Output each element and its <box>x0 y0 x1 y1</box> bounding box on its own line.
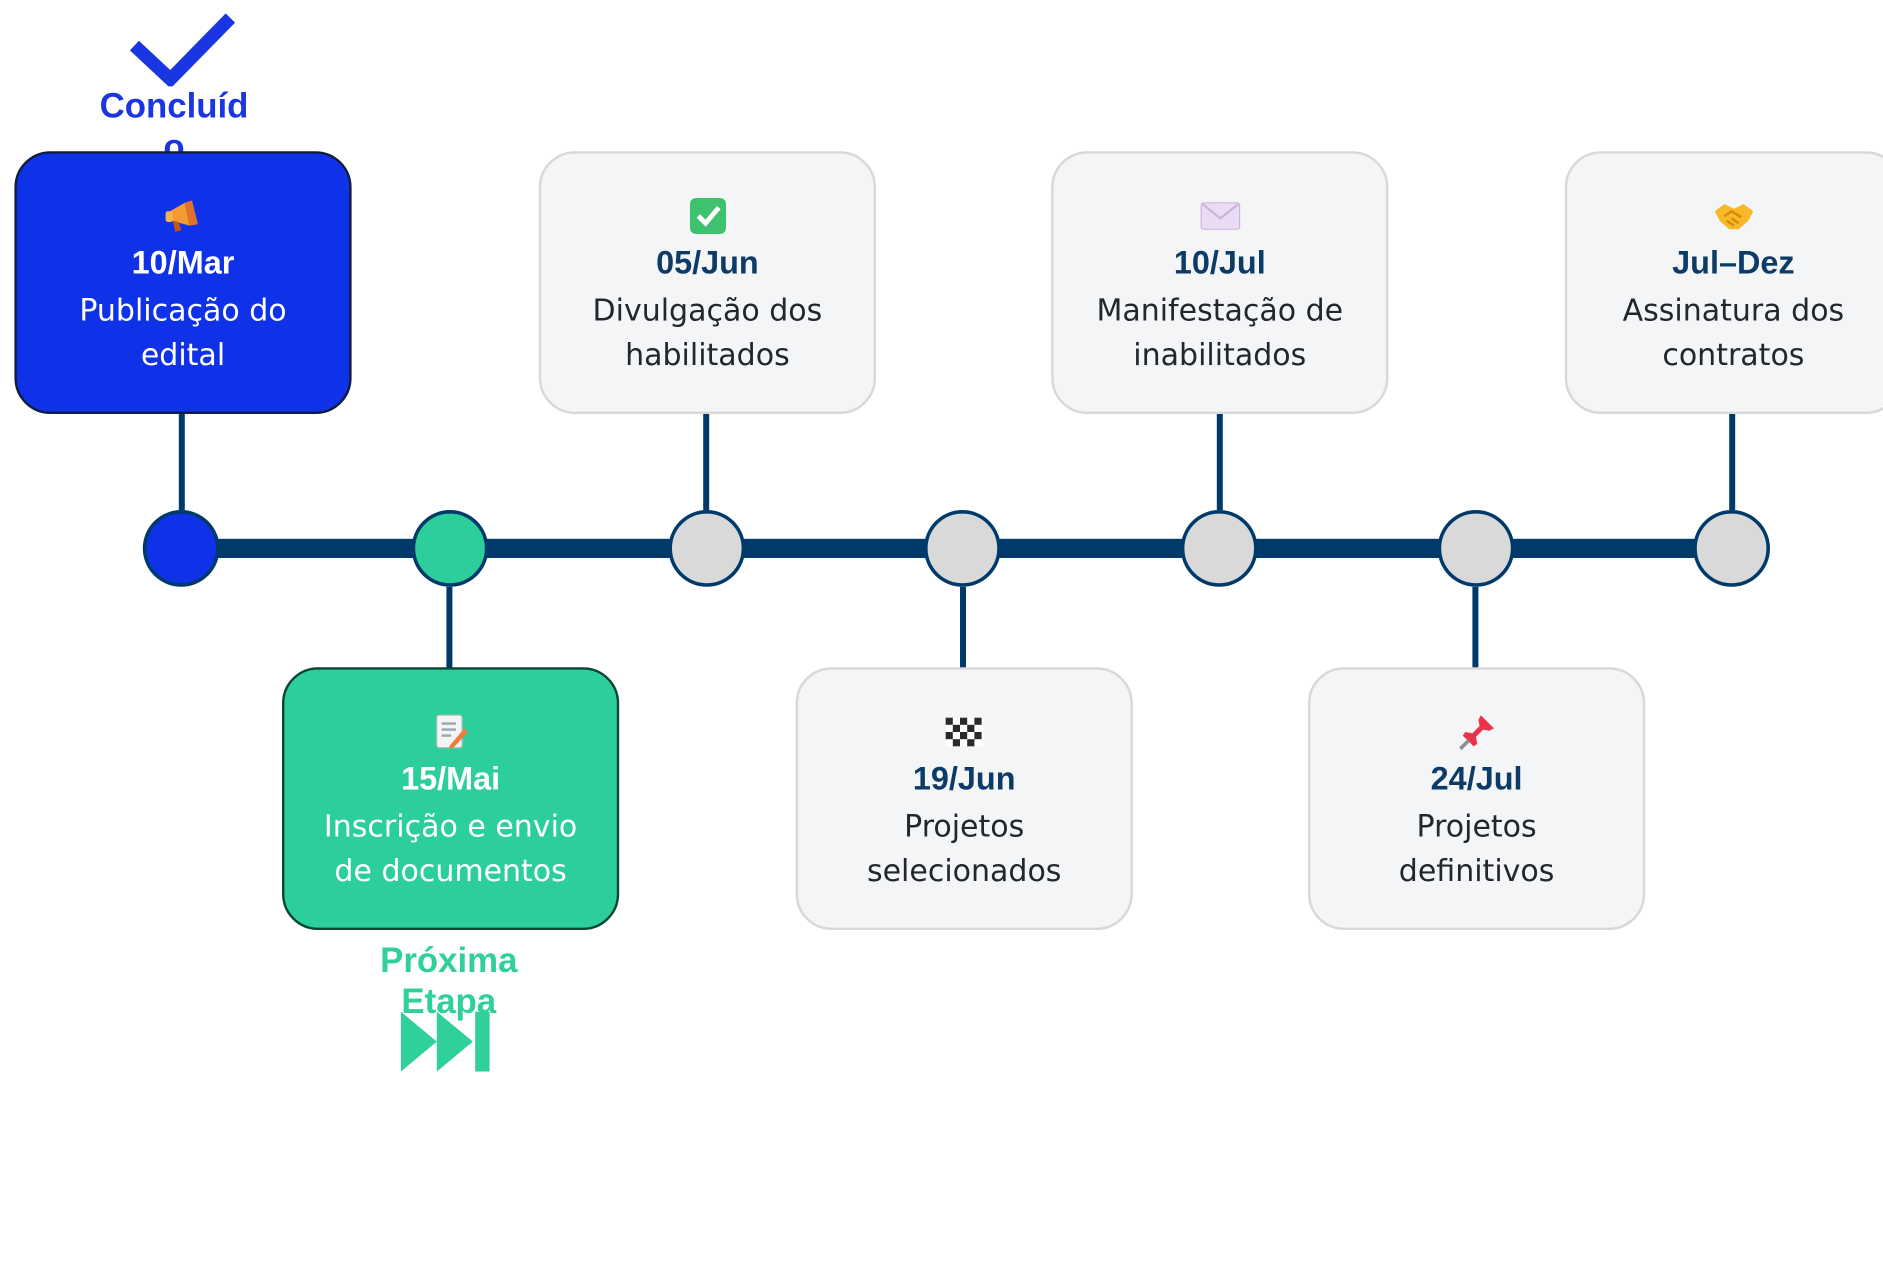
timeline-node-step-4 <box>924 510 1001 587</box>
timeline-card-step-3: 05/Jun Divulgação dos habilitados <box>538 151 877 415</box>
step-date: 10/Jul <box>1173 244 1266 281</box>
timeline-card-step-2: 15/Mai Inscrição e envio de documentos <box>282 667 620 931</box>
checkered-flag-icon <box>798 713 1130 751</box>
timeline-node-step-1 <box>142 510 220 587</box>
pushpin-icon <box>1310 713 1642 751</box>
connector-step-2 <box>446 586 453 669</box>
step-description: Manifestação de inabilitados <box>1096 292 1344 372</box>
step-date: 15/Mai <box>401 760 501 797</box>
timeline-node-step-7 <box>1693 510 1771 587</box>
check-mark-box-icon <box>541 197 873 235</box>
connector-step-6 <box>1472 586 1479 669</box>
step-date: 10/Mar <box>131 244 235 281</box>
timeline-card-step-7: Jul–Dez Assinatura dos contratos <box>1564 151 1883 415</box>
step-date: 24/Jul <box>1430 760 1523 797</box>
timeline-node-step-3 <box>668 510 746 587</box>
step-date: Jul–Dez <box>1672 244 1795 281</box>
connector-step-3 <box>703 414 710 511</box>
memo-icon <box>284 713 616 751</box>
status-next-label: Próxima Etapa <box>380 942 518 1022</box>
next-track-icon <box>400 1011 490 1072</box>
step-description: Divulgação dos habilitados <box>592 292 823 372</box>
checkmark-icon <box>129 13 236 87</box>
handshake-icon <box>1567 197 1883 235</box>
timeline-node-step-6 <box>1437 510 1515 587</box>
timeline-card-step-4: 19/Jun Projetos selecionados <box>795 667 1133 931</box>
connector-step-1 <box>178 414 185 511</box>
timeline-card-step-1: 10/Mar Publicação do edital <box>14 151 352 415</box>
step-description: Projetos selecionados <box>866 808 1062 889</box>
timeline-node-step-5 <box>1180 510 1258 587</box>
timeline-node-step-2 <box>411 510 489 587</box>
megaphone-icon <box>17 197 349 235</box>
step-date: 05/Jun <box>656 244 759 281</box>
step-description: Assinatura dos contratos <box>1622 292 1845 372</box>
step-description: Publicação do edital <box>79 292 287 372</box>
connector-step-7 <box>1729 414 1736 511</box>
timeline-card-step-5: 10/Jul Manifestação de inabilitados <box>1051 151 1389 415</box>
envelope-icon <box>1054 197 1386 235</box>
connector-step-4 <box>960 586 967 669</box>
step-description: Inscrição e envio de documentos <box>323 808 578 889</box>
connector-step-5 <box>1216 414 1223 511</box>
timeline-card-step-6: 24/Jul Projetos definitivos <box>1308 667 1646 931</box>
step-description: Projetos definitivos <box>1398 808 1555 889</box>
step-date: 19/Jun <box>912 760 1016 797</box>
